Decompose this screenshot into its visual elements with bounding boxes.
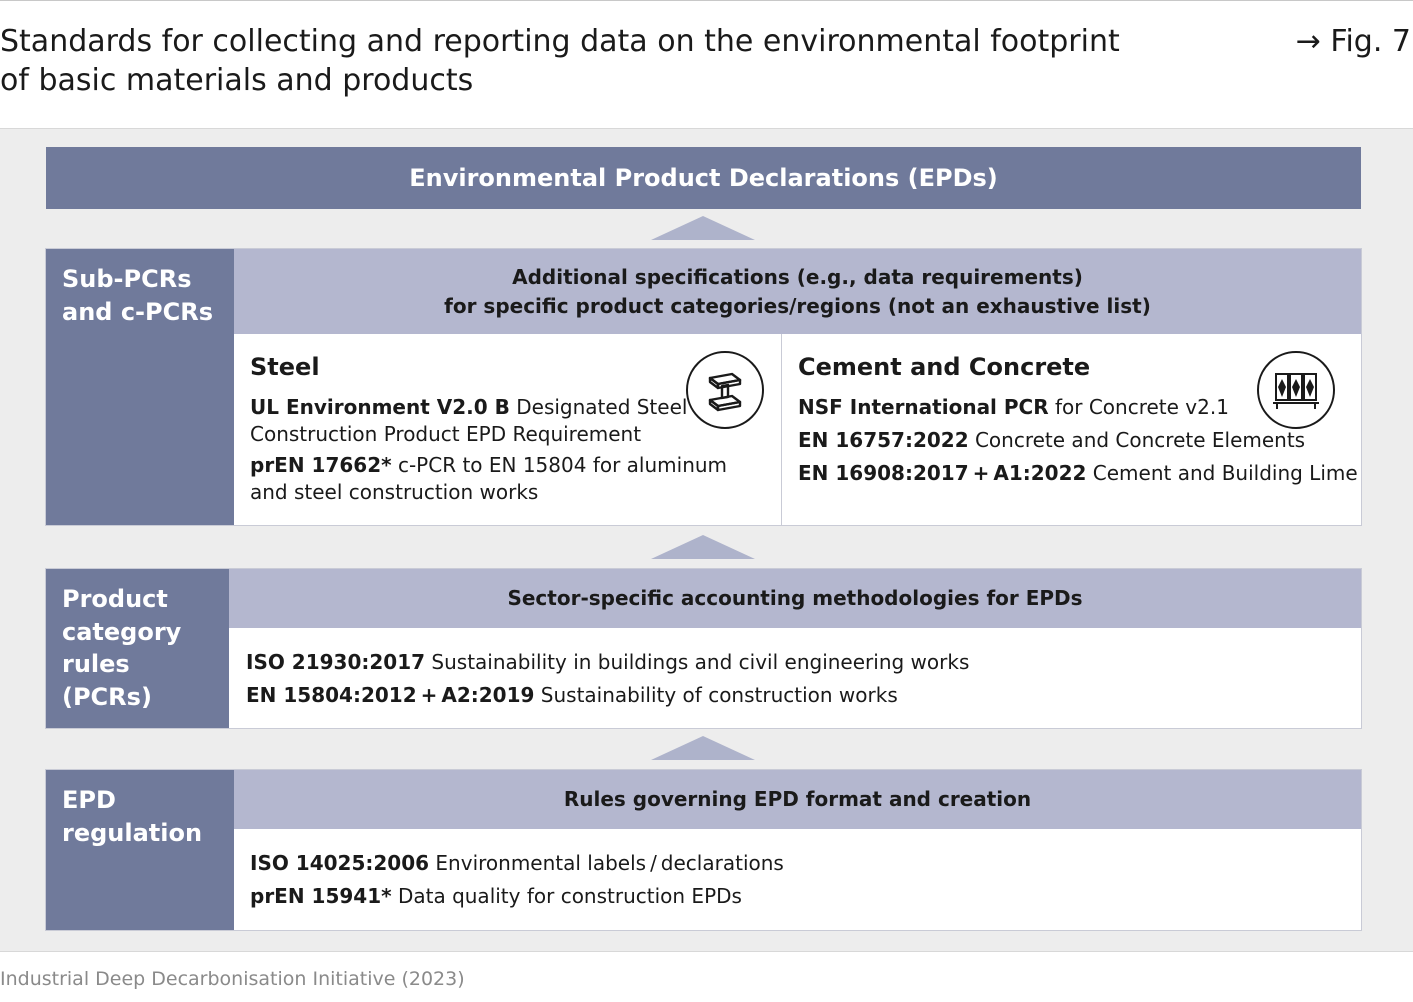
card-divider <box>781 334 782 525</box>
cement-title: Cement and Concrete <box>798 353 1091 381</box>
arrow-up-icon <box>651 216 755 240</box>
steel-title: Steel <box>250 353 320 381</box>
epd-regulation-side-label: EPD regulation <box>46 770 234 930</box>
title-line-2: of basic materials and products <box>0 63 474 98</box>
steel-item-1: UL Environment V2.0 B Designated Steel <box>250 395 688 419</box>
epd-regulation-header: Rules governing EPD format and creation <box>234 770 1361 829</box>
pcrs-tier: Product category rules (PCRs) Sector-spe… <box>45 568 1362 729</box>
cement-card: Cement and Concrete NSF International PC… <box>798 352 1358 487</box>
pcrs-item-1: ISO 21930:2017 Sustainability in buildin… <box>246 650 970 674</box>
pcrs-body: ISO 21930:2017 Sustainability in buildin… <box>229 628 1361 728</box>
epd-regulation-item-1: ISO 14025:2006 Environmental labels / de… <box>250 851 784 875</box>
figure-reference: → Fig. 7 <box>1295 24 1411 59</box>
steel-item-1-cont: Construction Product EPD Requirement <box>250 422 642 446</box>
cement-item-1: NSF International PCR for Concrete v2.1 <box>798 395 1229 419</box>
sub-pcrs-body: Steel UL Environment V2.0 B Designated S… <box>234 334 1361 525</box>
epd-box-label: Environmental Product Declarations (EPDs… <box>409 164 998 192</box>
steel-item-2: prEN 17662* c-PCR to EN 15804 for alumin… <box>250 453 728 477</box>
cement-silo-icon <box>1257 351 1335 429</box>
cement-item-3: EN 16908:2017 + A1:2022 Cement and Build… <box>798 461 1358 485</box>
page-title: Standards for collecting and reporting d… <box>0 22 1180 100</box>
epd-regulation-item-2: prEN 15941* Data quality for constructio… <box>250 884 742 908</box>
steel-beam-icon <box>686 351 764 429</box>
sub-pcrs-header: Additional specifications (e.g., data re… <box>234 249 1361 334</box>
top-rule <box>0 0 1413 1</box>
epd-regulation-tier: EPD regulation Rules governing EPD forma… <box>45 769 1362 931</box>
arrow-up-icon <box>651 736 755 760</box>
cement-item-2: EN 16757:2022 Concrete and Concrete Elem… <box>798 428 1306 452</box>
title-line-1: Standards for collecting and reporting d… <box>0 24 1120 59</box>
epd-box: Environmental Product Declarations (EPDs… <box>46 147 1361 209</box>
arrow-up-icon <box>651 535 755 559</box>
sub-pcrs-tier: Sub-PCRs and c-PCRs Additional specifica… <box>45 248 1362 526</box>
steel-card: Steel UL Environment V2.0 B Designated S… <box>250 352 770 506</box>
sub-pcrs-side-label: Sub-PCRs and c-PCRs <box>46 249 234 525</box>
steel-item-2-cont: and steel construction works <box>250 480 539 504</box>
pcrs-side-label: Product category rules (PCRs) <box>46 569 229 728</box>
pcrs-item-2: EN 15804:2012 + A2:2019 Sustainability o… <box>246 683 898 707</box>
source-note: Industrial Deep Decarbonisation Initiati… <box>0 968 465 990</box>
pcrs-header: Sector-specific accounting methodologies… <box>229 569 1361 628</box>
epd-regulation-body: ISO 14025:2006 Environmental labels / de… <box>234 829 1361 930</box>
